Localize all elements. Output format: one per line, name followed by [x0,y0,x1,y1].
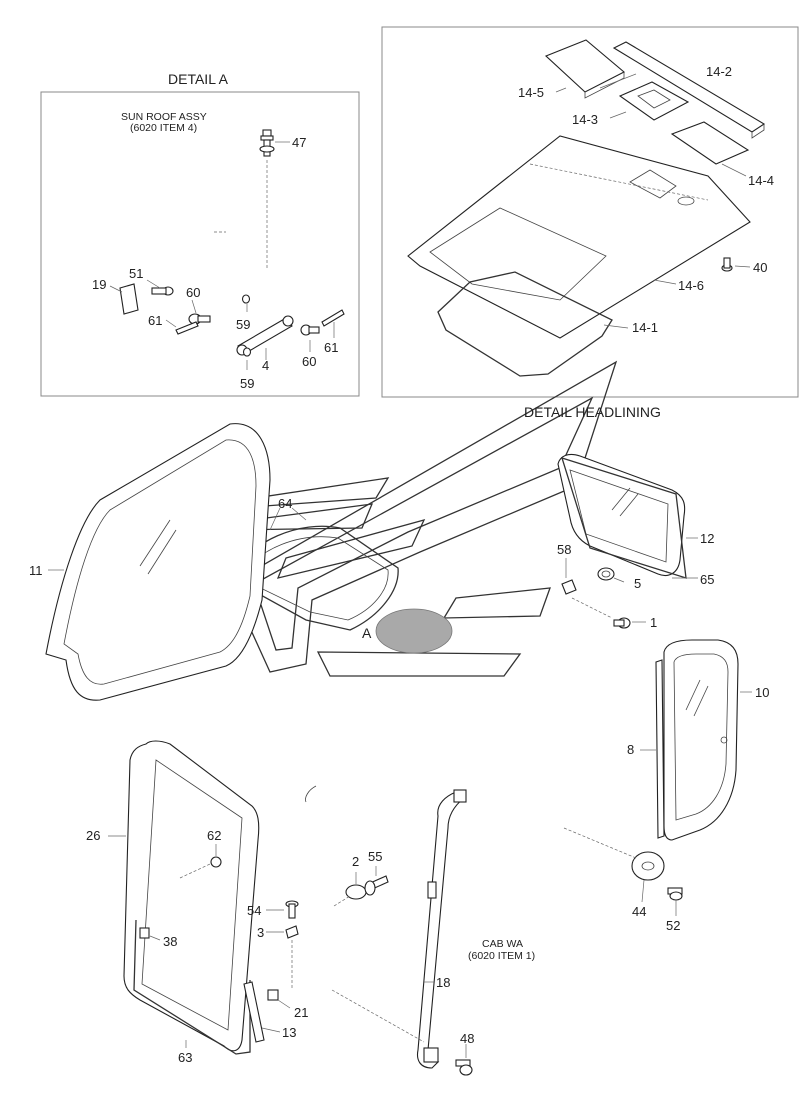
seal-14-1 [437,271,613,377]
detail-a-frame [40,91,360,397]
bushing-58 [561,579,577,595]
bolt-47 [259,129,275,157]
part-label-4: 4 [262,358,269,373]
seal-13 [243,981,265,1043]
area-a-label: A [362,625,372,641]
area-a-marker [375,608,453,654]
part-label-59-upper: 59 [236,317,250,332]
detail-a-title: DETAIL A [168,71,229,87]
pad-14-4 [670,121,750,165]
detail-a-note-line2: (6020 ITEM 4) [130,122,197,134]
part-label-21: 21 [294,1005,308,1020]
part-label-11: 11 [29,563,43,578]
part-label-14-3: 14-3 [572,112,598,127]
bolt-1 [613,617,631,629]
part-label-62: 62 [207,828,221,843]
side-window-10 [663,639,752,841]
door-glass-26 [108,740,260,1052]
part-label-14-6: 14-6 [678,278,704,293]
bolt-48 [455,1059,473,1076]
part-label-2: 2 [352,854,359,869]
clip-61-right [321,309,345,327]
seal-63 [133,919,251,1055]
part-label-60-right: 60 [302,354,316,369]
seal-8 [655,659,665,839]
cab-note-line2: (6020 ITEM 1) [468,950,535,962]
part-label-14-4: 14-4 [748,173,774,188]
nut-62 [210,856,222,868]
part-label-1: 1 [650,615,657,630]
part-label-55: 55 [368,849,382,864]
windshield-11 [45,423,271,701]
headlining-group [407,39,766,377]
clip-3 [285,925,299,939]
spacer-21 [267,989,279,1001]
part-label-58: 58 [557,542,571,557]
part-label-12: 12 [700,531,714,546]
pin-60-left [188,313,211,325]
part-label-51: 51 [129,266,143,281]
pad-14-3 [618,81,690,121]
part-label-13: 13 [282,1025,296,1040]
handrail-18 [416,789,467,1069]
rear-window-12 [557,453,698,579]
part-label-47: 47 [292,135,306,150]
pin-60-right [300,324,320,336]
bumper-38 [139,927,150,939]
clip-61-left [175,321,199,335]
part-label-44: 44 [632,904,646,919]
part-label-8: 8 [627,742,634,757]
bolt-51 [151,286,174,296]
cover-plate-44 [631,851,665,881]
part-label-38: 38 [163,934,177,949]
bolt-52 [667,887,683,901]
part-label-5: 5 [634,576,641,591]
part-label-40: 40 [753,260,767,275]
part-label-60-left: 60 [186,285,200,300]
part-label-52: 52 [666,918,680,933]
part-label-10: 10 [755,685,769,700]
part-label-26: 26 [86,828,100,843]
part-label-64: 64 [278,496,292,511]
headlining-title: DETAIL HEADLINING [524,404,661,420]
bracket-19 [119,283,139,315]
fastener-40 [721,257,733,272]
part-label-14-5: 14-5 [518,85,544,100]
part-label-63: 63 [178,1050,192,1065]
screw-55 [364,875,389,896]
part-label-59-lower: 59 [240,376,254,391]
part-label-48: 48 [460,1031,474,1046]
part-label-61-right: 61 [324,340,338,355]
part-label-14-1: 14-1 [632,320,658,335]
cab-note-line1: CAB WA [482,938,523,950]
grommet-5 [597,567,615,581]
bolt-54 [285,900,299,919]
part-label-18: 18 [436,975,450,990]
part-label-19: 19 [92,277,106,292]
cab-silhouette [226,360,618,677]
part-label-14-2: 14-2 [706,64,732,79]
headlining-frame [381,26,799,398]
detail-a-group [109,129,345,370]
detail-a-note-line1: SUN ROOF ASSY [121,111,207,123]
part-label-65: 65 [700,572,714,587]
strip-14-2 [612,41,766,133]
part-label-3: 3 [257,925,264,940]
part-label-61-left: 61 [148,313,162,328]
part-label-54: 54 [247,903,261,918]
headlining-14-6 [407,135,751,339]
